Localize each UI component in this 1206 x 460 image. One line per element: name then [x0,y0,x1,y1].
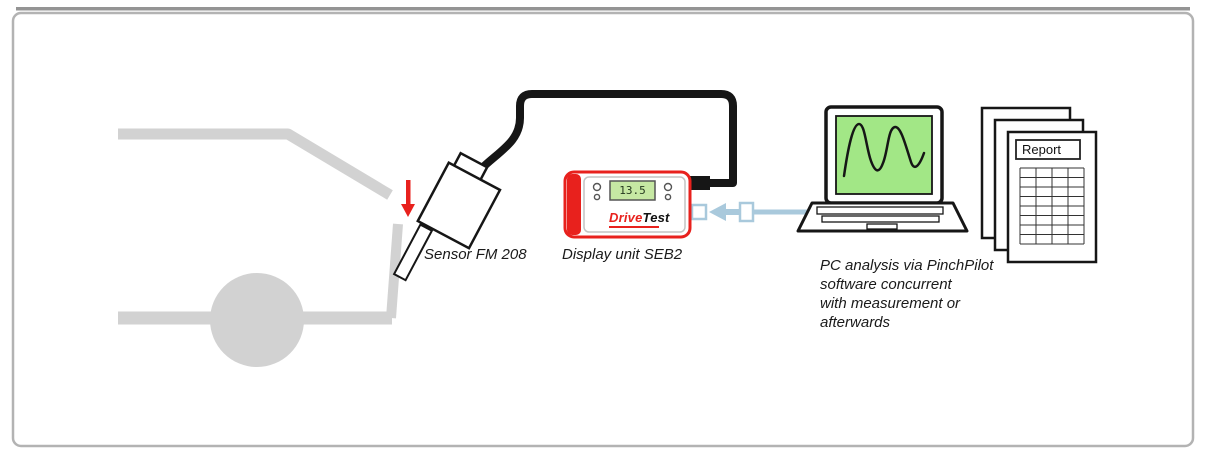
display-unit-label: Display unit SEB2 [562,246,683,263]
pc-analysis-caption: PC analysis via PinchPilot software conc… [820,257,994,331]
keyboard-row-2 [821,215,940,223]
car-wheel [210,273,304,367]
sensor-fm208 [392,151,502,282]
sensor-label: Sensor FM 208 [424,246,527,263]
keyboard-row-1 [816,206,944,215]
report-pages [980,106,1098,264]
top-border-line [16,7,1190,11]
laptop-screen [835,115,933,195]
drivetest-underline [609,226,659,228]
outer-frame [11,11,1195,448]
display-unit-inner-frame [583,176,686,233]
button-left-top-icon [592,182,602,192]
down-arrow-head [401,204,415,217]
left-arrow-icon [709,203,726,221]
lcd-value: 13.5 [619,184,646,197]
drivetest-logo: DriveTest [609,210,670,225]
unit-buttons [592,182,673,201]
car-silhouette [118,128,403,367]
waveform-curve [842,122,926,178]
lcd-display [609,180,656,201]
drivetest-logo-drive: Drive [609,210,643,225]
report-title: Report [1022,142,1062,157]
car-hood-line [118,128,393,200]
cable-connector [690,176,710,190]
car-front-edge [386,223,403,319]
plug-connector [738,201,755,223]
button-right-top-icon [663,182,673,192]
data-port [690,203,708,221]
display-unit-seb2 [563,170,710,239]
button-right-bottom-icon [664,193,672,201]
button-left-bottom-icon [593,193,601,201]
laptop-icon [796,105,969,233]
left-arrow-shaft [726,209,740,215]
trackpad [866,223,898,230]
drivetest-logo-test: Test [642,210,670,225]
sensor-body [416,161,502,250]
down-arrow-icon [401,180,415,217]
sensor-cable [476,90,737,187]
down-arrow-shaft [406,180,411,206]
report-title-box [1015,139,1081,160]
display-unit-left-cap [567,174,581,235]
report-table-grid [1019,167,1085,245]
sensor-blade [392,223,434,282]
